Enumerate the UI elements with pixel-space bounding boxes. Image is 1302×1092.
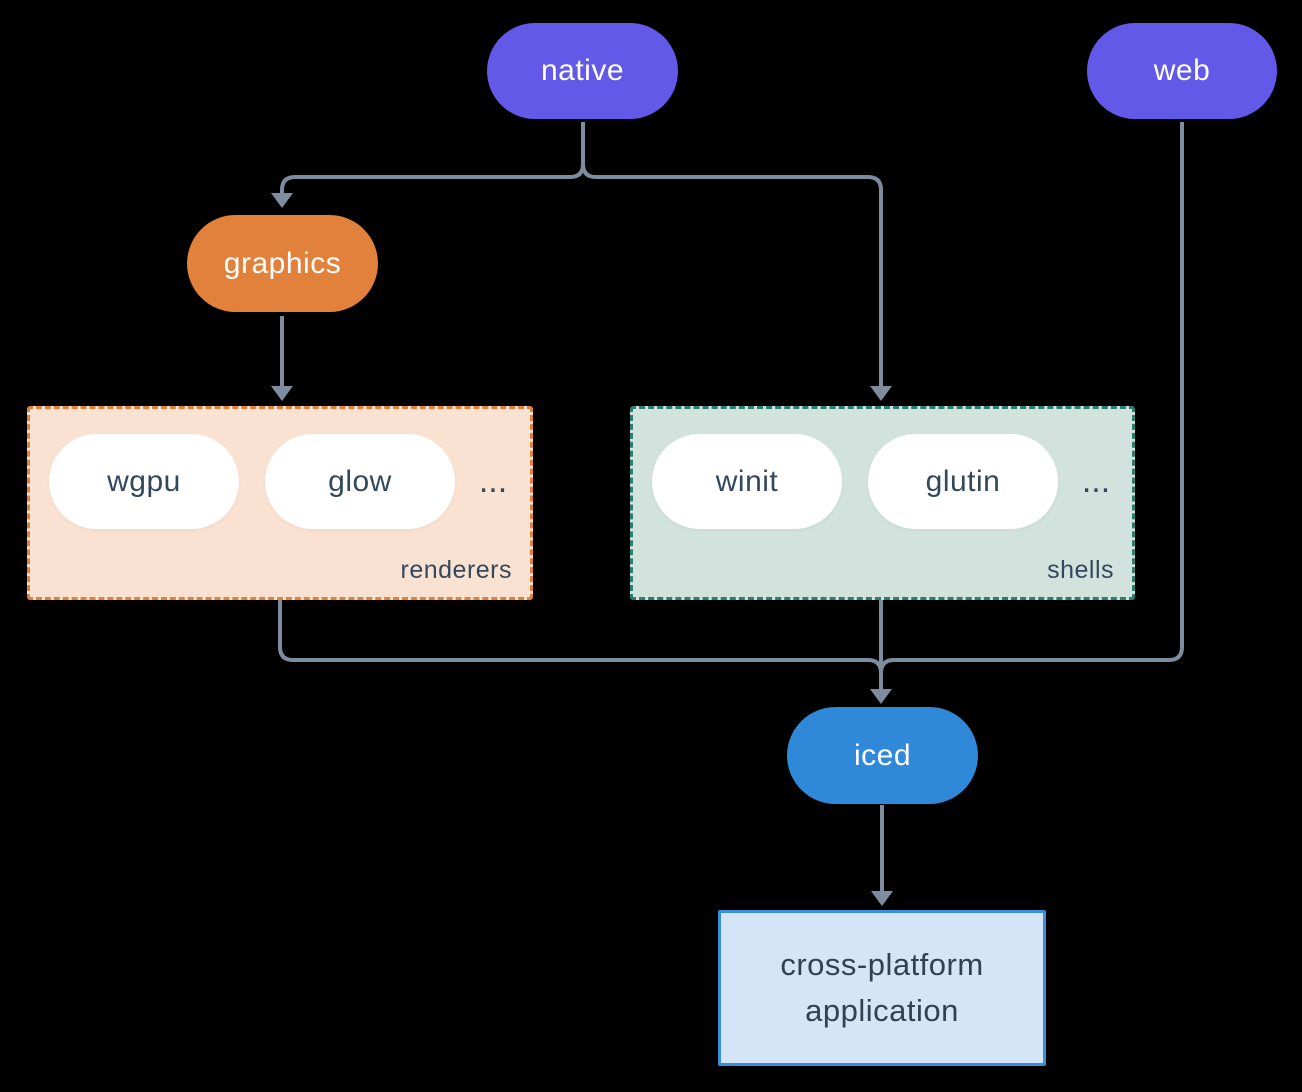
node-iced: iced [787,707,978,804]
node-web: web [1087,23,1277,119]
node-wgpu-label: wgpu [107,464,181,498]
node-glow-label: glow [328,464,392,498]
shells-ellipsis: ... [1081,462,1111,500]
edge-renderers-junction [278,600,883,674]
edge-native-shells [581,163,883,386]
edge-native-graphics [280,122,585,193]
arrowhead-graphics [271,193,293,208]
node-web-label: web [1153,54,1211,87]
arrowhead-renderers [271,386,293,401]
node-native-label: native [540,54,625,87]
group-renderers: wgpu glow ... renderers [27,406,533,600]
node-native: native [487,23,678,119]
application-label-line1: cross-platform [780,947,984,982]
arrowhead-iced [870,689,892,704]
application-label-line2: application [805,993,959,1028]
shells-group-label: shells [1047,556,1114,584]
arrowhead-shells [870,386,892,401]
node-glow: glow [265,434,455,529]
arrowhead-application [871,891,893,906]
node-graphics-label: graphics [223,246,342,280]
renderers-group-label: renderers [400,556,512,584]
group-shells: winit glutin ... shells [630,406,1135,600]
node-winit-label: winit [715,464,779,498]
node-graphics: graphics [187,215,378,312]
node-iced-label: iced [853,738,912,772]
node-cross-platform-application: cross-platform application [718,910,1046,1066]
node-wgpu: wgpu [49,434,239,529]
node-winit: winit [652,434,842,529]
renderers-ellipsis: ... [478,462,508,500]
node-glutin: glutin [868,434,1058,529]
node-glutin-label: glutin [925,464,1001,498]
